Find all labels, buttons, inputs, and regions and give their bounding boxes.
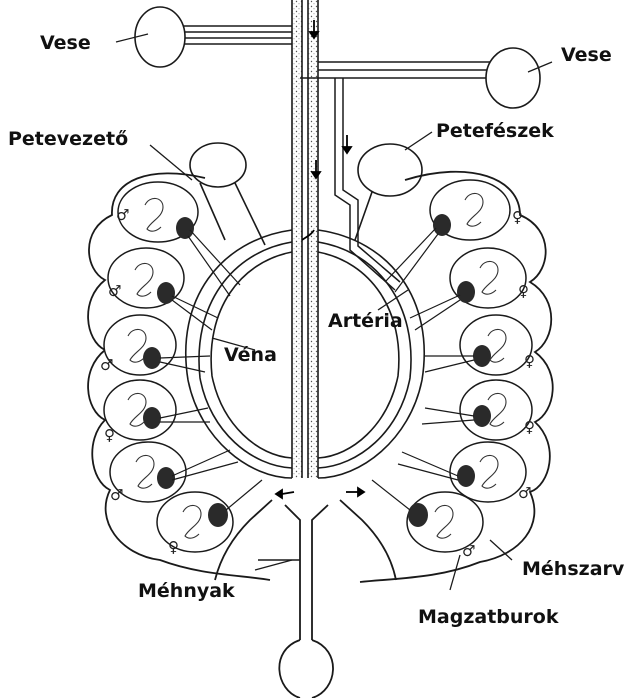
ovaries: [190, 143, 422, 245]
sex-symbol-right-2: ♀: [518, 282, 529, 300]
cervix: [215, 500, 396, 698]
sex-symbol-left-4: ♀: [104, 426, 115, 444]
sex-symbol-left-2: ♂: [108, 282, 121, 300]
label-ovary: Petefészek: [436, 122, 554, 141]
uterine-vessel-ring: [186, 230, 424, 478]
sex-symbol-right-5: ♂: [518, 484, 531, 502]
sex-symbol-left-5: ♂: [110, 486, 123, 504]
sex-symbol-right-6: ♂: [462, 542, 475, 560]
label-amniotic-sac: Magzatburok: [418, 608, 558, 627]
label-cervix: Méhnyak: [138, 582, 235, 601]
left-sac-3: [104, 315, 176, 375]
right-kidney: [300, 48, 540, 108]
flow-arrows: [276, 20, 364, 498]
label-oviduct: Petevezető: [8, 130, 128, 149]
sex-symbol-right-4: ♀: [524, 418, 535, 436]
fetus-sacs-right: [407, 180, 532, 552]
right-sac-4: [460, 380, 532, 440]
label-kidney-left: Vese: [40, 34, 91, 53]
left-ovary: [190, 143, 246, 187]
sex-symbol-left-6: ♀: [168, 538, 179, 556]
sex-symbol-right-3: ♀: [524, 352, 535, 370]
right-sac-3: [460, 315, 532, 375]
sex-symbol-right-1: ♀: [512, 208, 523, 226]
sex-symbol-left-3: ♂: [100, 356, 113, 374]
right-ovary: [358, 144, 422, 196]
label-kidney-right: Vese: [561, 46, 612, 65]
left-kidney: [135, 7, 292, 67]
label-artery: Artéria: [328, 312, 403, 331]
sex-symbol-left-1: ♂: [116, 206, 129, 224]
label-vein: Véna: [224, 346, 277, 365]
label-uterine-horn: Méhszarv: [522, 560, 624, 579]
